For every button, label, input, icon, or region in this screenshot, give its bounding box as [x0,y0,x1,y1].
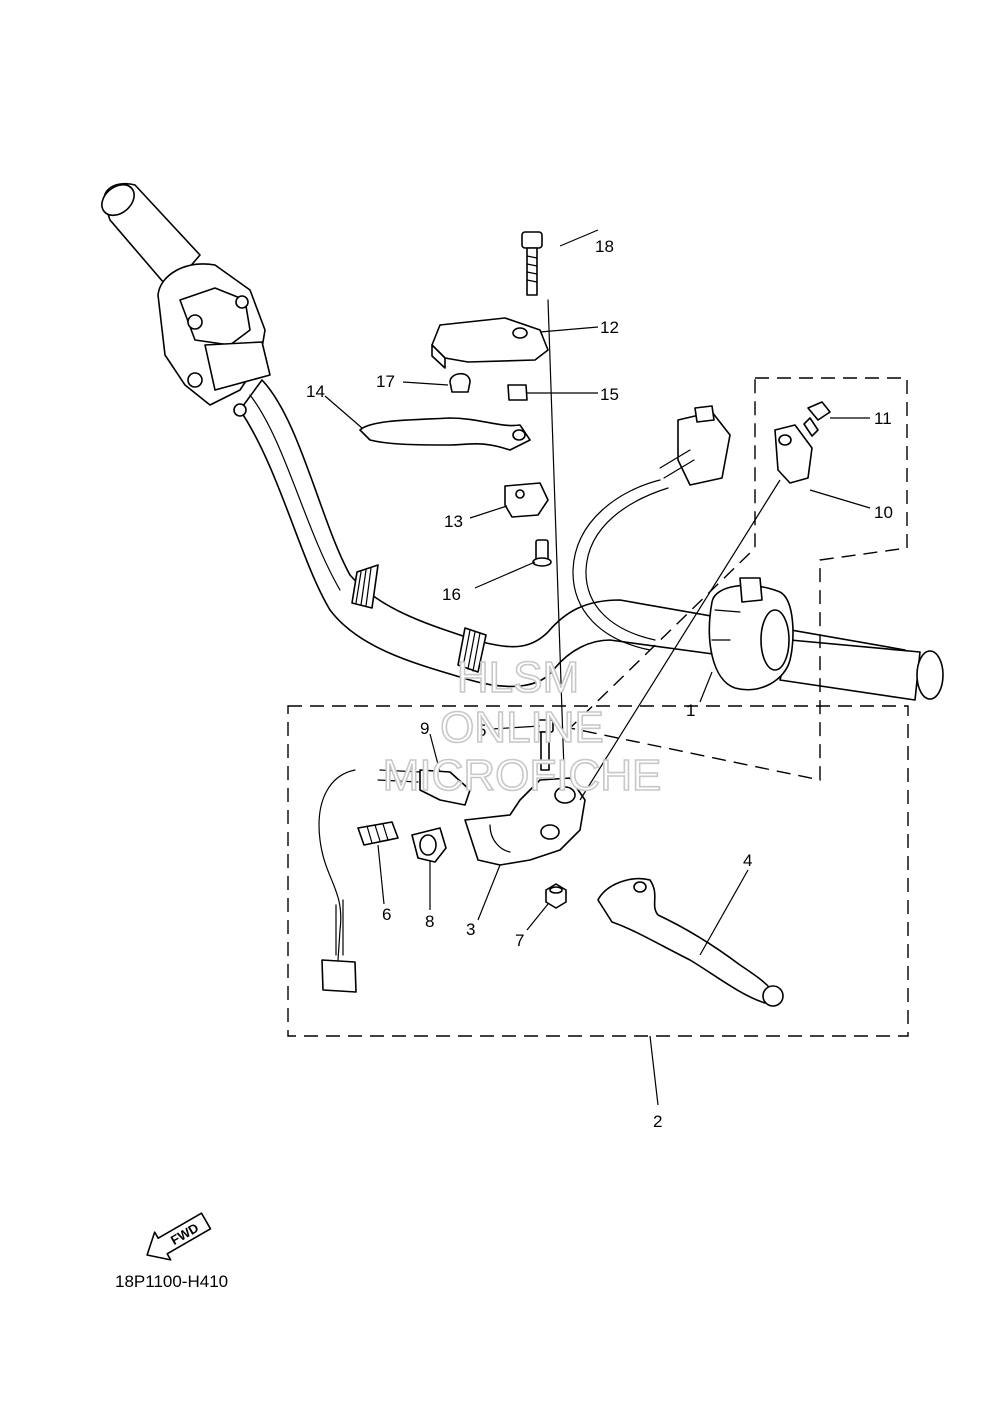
callout-17: 17 [376,372,395,391]
fwd-arrow-icon: FWD [146,1212,212,1261]
callout-labels: 1 2 3 4 5 6 7 8 9 10 11 12 13 14 15 16 1… [306,237,893,1131]
bar-pad-band-left [351,564,379,609]
callout-9: 9 [420,719,429,738]
engine-stop-switch [708,577,794,691]
callout-13: 13 [444,512,463,531]
callout-14: 14 [306,382,325,401]
callout-11: 11 [874,409,892,428]
leader-lines [324,229,871,1106]
callout-5: 5 [477,721,486,740]
callout-18: 18 [595,237,614,256]
bolt-5 [536,719,554,771]
callout-15: 15 [600,385,619,404]
assembly-box-2 [287,705,909,1037]
hot-start-cable [547,299,566,801]
nut-7 [545,883,567,909]
watermark-line-1: HLSM [457,653,579,702]
hot-start-lever-14 [359,417,531,451]
adjuster-6 [357,821,399,846]
callout-12: 12 [600,318,619,337]
callout-1: 1 [686,701,695,720]
callout-8: 8 [425,912,434,931]
throttle-grip [101,183,201,291]
switch-wire [318,769,356,961]
clamp-10 [774,424,813,484]
bracket-12 [431,317,549,369]
watermark-line-3: MICROFICHE [383,751,662,800]
right-grip [779,639,944,701]
switch-wire-harness [572,405,731,651]
lever-holder-3 [464,777,586,866]
callout-6: 6 [382,905,391,924]
switch-9 [377,769,471,806]
callout-2: 2 [653,1112,662,1131]
watermark-line-2: ONLINE [440,703,604,752]
throttle-housing [157,263,271,417]
clutch-lever-4 [597,877,784,1007]
screw-11 [803,401,831,437]
callout-10: 10 [874,503,893,522]
diagram-code: 18P1100-H410 [115,1272,228,1291]
connector [321,959,357,993]
callout-4: 4 [743,851,752,870]
watermark: HLSM ONLINE MICROFICHE [382,652,662,801]
callout-7: 7 [515,931,524,950]
plate-13 [504,482,549,518]
bar-pad-band-right [457,627,487,673]
bolt-16 [532,539,552,567]
collar-15 [507,384,528,401]
cap-17 [449,372,471,393]
nut-8 [411,827,447,863]
callout-16: 16 [442,585,461,604]
callout-3: 3 [466,920,475,939]
assembly-box-1 [568,377,908,781]
bolt-18 [521,231,543,296]
